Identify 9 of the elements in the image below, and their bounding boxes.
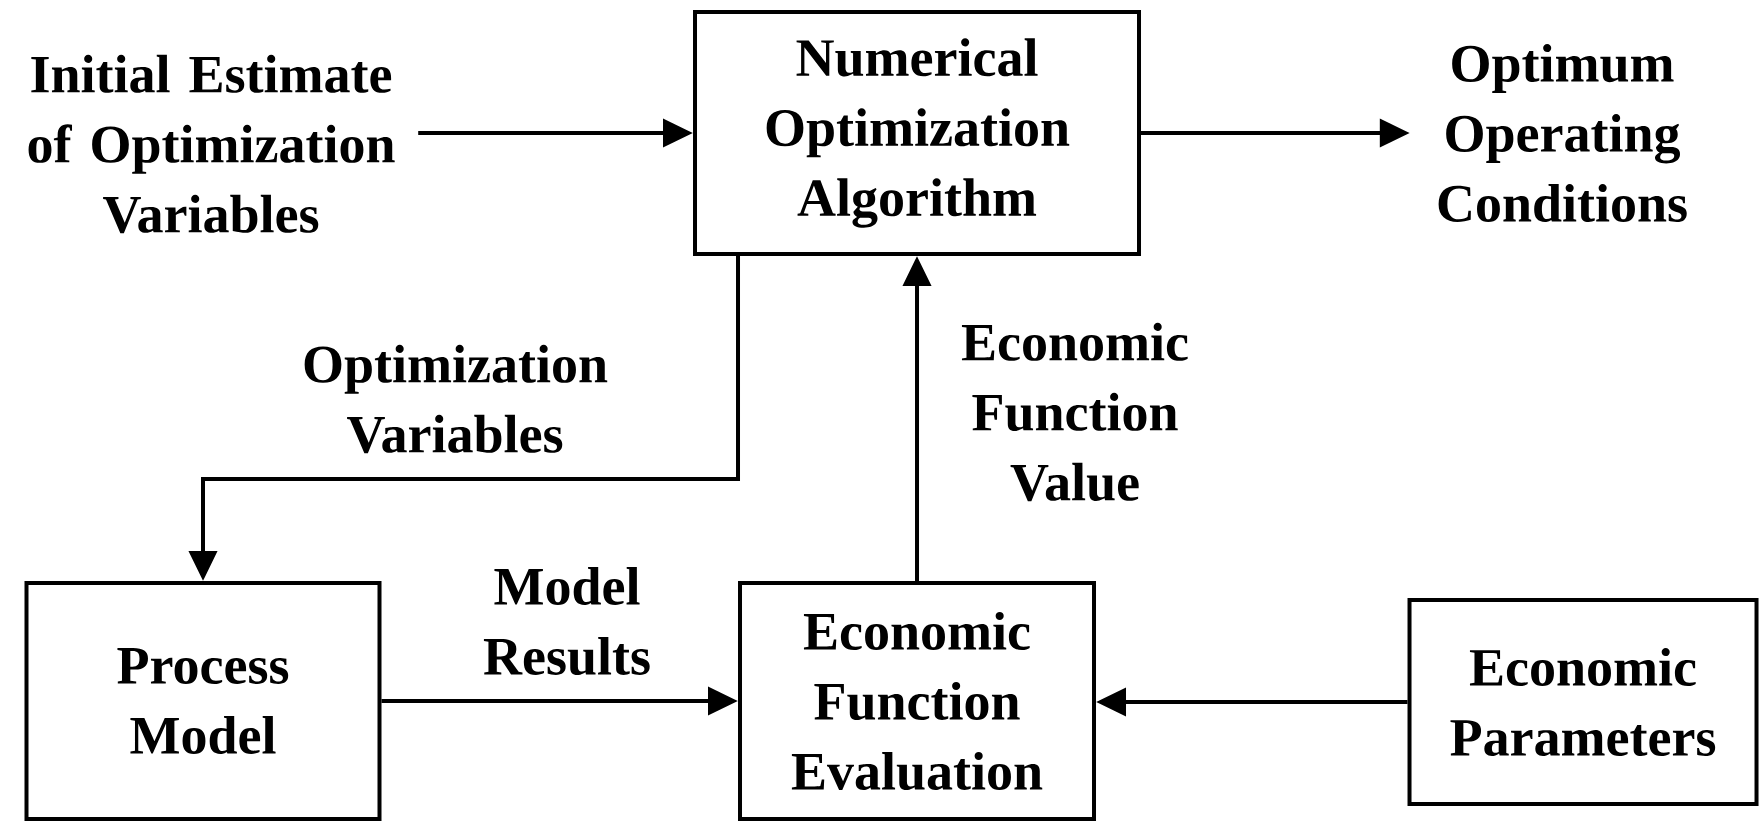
text-label: Optimum Operating Conditions (1438, 44, 1687, 222)
edge-label: Economic Function Value (943, 320, 1207, 504)
process-box: Process Model (24, 581, 382, 821)
edge-label: Model Results (465, 564, 669, 678)
edge-label: Optimization Variables (288, 342, 622, 456)
process-box: Numerical Optimization Algorithm (693, 10, 1141, 256)
process-box: Economic Function Evaluation (738, 581, 1096, 821)
text-label: Initial Estimate of Optimization Variables (28, 54, 395, 234)
process-box: Economic Parameters (1407, 598, 1759, 806)
